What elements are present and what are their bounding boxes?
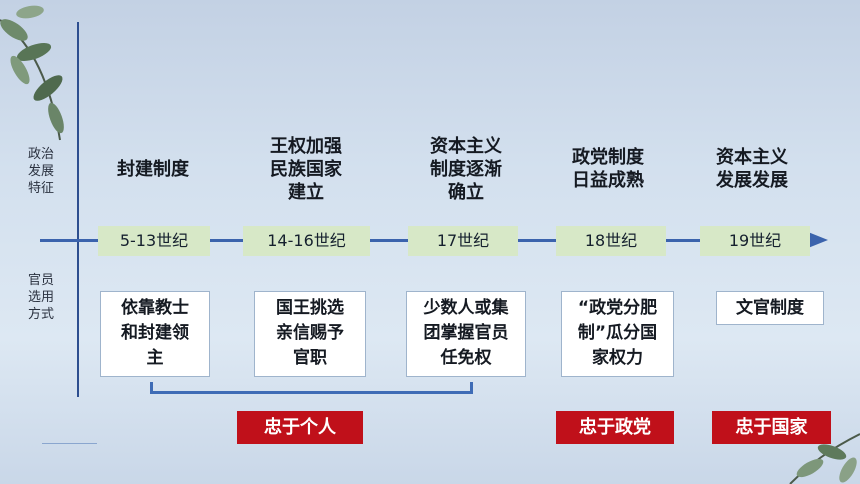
feature-text: 资本主义 制度逐渐 确立 — [430, 136, 502, 203]
method-box: “政党分肥 制”瓜分国 家权力 — [561, 291, 674, 377]
period-box: 14-16世纪 — [243, 226, 370, 256]
loyalty-badge-country: 忠于国家 — [712, 411, 831, 444]
leaf-decoration-icon — [789, 433, 860, 484]
period-box: 5-13世纪 — [98, 226, 210, 256]
loyalty-badge-party: 忠于政党 — [556, 411, 674, 444]
period-box: 18世纪 — [556, 226, 666, 256]
arrow-right-icon — [808, 232, 828, 248]
feature-text: 王权加强 民族国家 建立 — [270, 136, 342, 203]
method-box: 文官制度 — [716, 291, 824, 325]
political-features-label: 政治 发展 特征 — [27, 147, 54, 196]
grouping-bracket — [150, 382, 473, 394]
official-selection-label: 官员 选用 方式 — [27, 273, 54, 322]
method-box: 少数人或集 团掌握官员 任免权 — [406, 291, 526, 377]
loyalty-badge-personal: 忠于个人 — [237, 411, 363, 444]
vertical-axis — [77, 22, 79, 397]
feature-text: 政党制度 日益成熟 — [572, 147, 644, 191]
leaf-decoration-icon — [0, 5, 64, 141]
period-box: 17世纪 — [408, 226, 518, 256]
feature-text: 封建制度 — [117, 159, 189, 180]
feature-text: 资本主义 发展发展 — [716, 147, 788, 191]
divider-line — [42, 443, 97, 444]
period-box: 19世纪 — [700, 226, 810, 256]
method-box: 国王挑选 亲信赐予 官职 — [254, 291, 366, 377]
method-box: 依靠教士 和封建领 主 — [100, 291, 210, 377]
